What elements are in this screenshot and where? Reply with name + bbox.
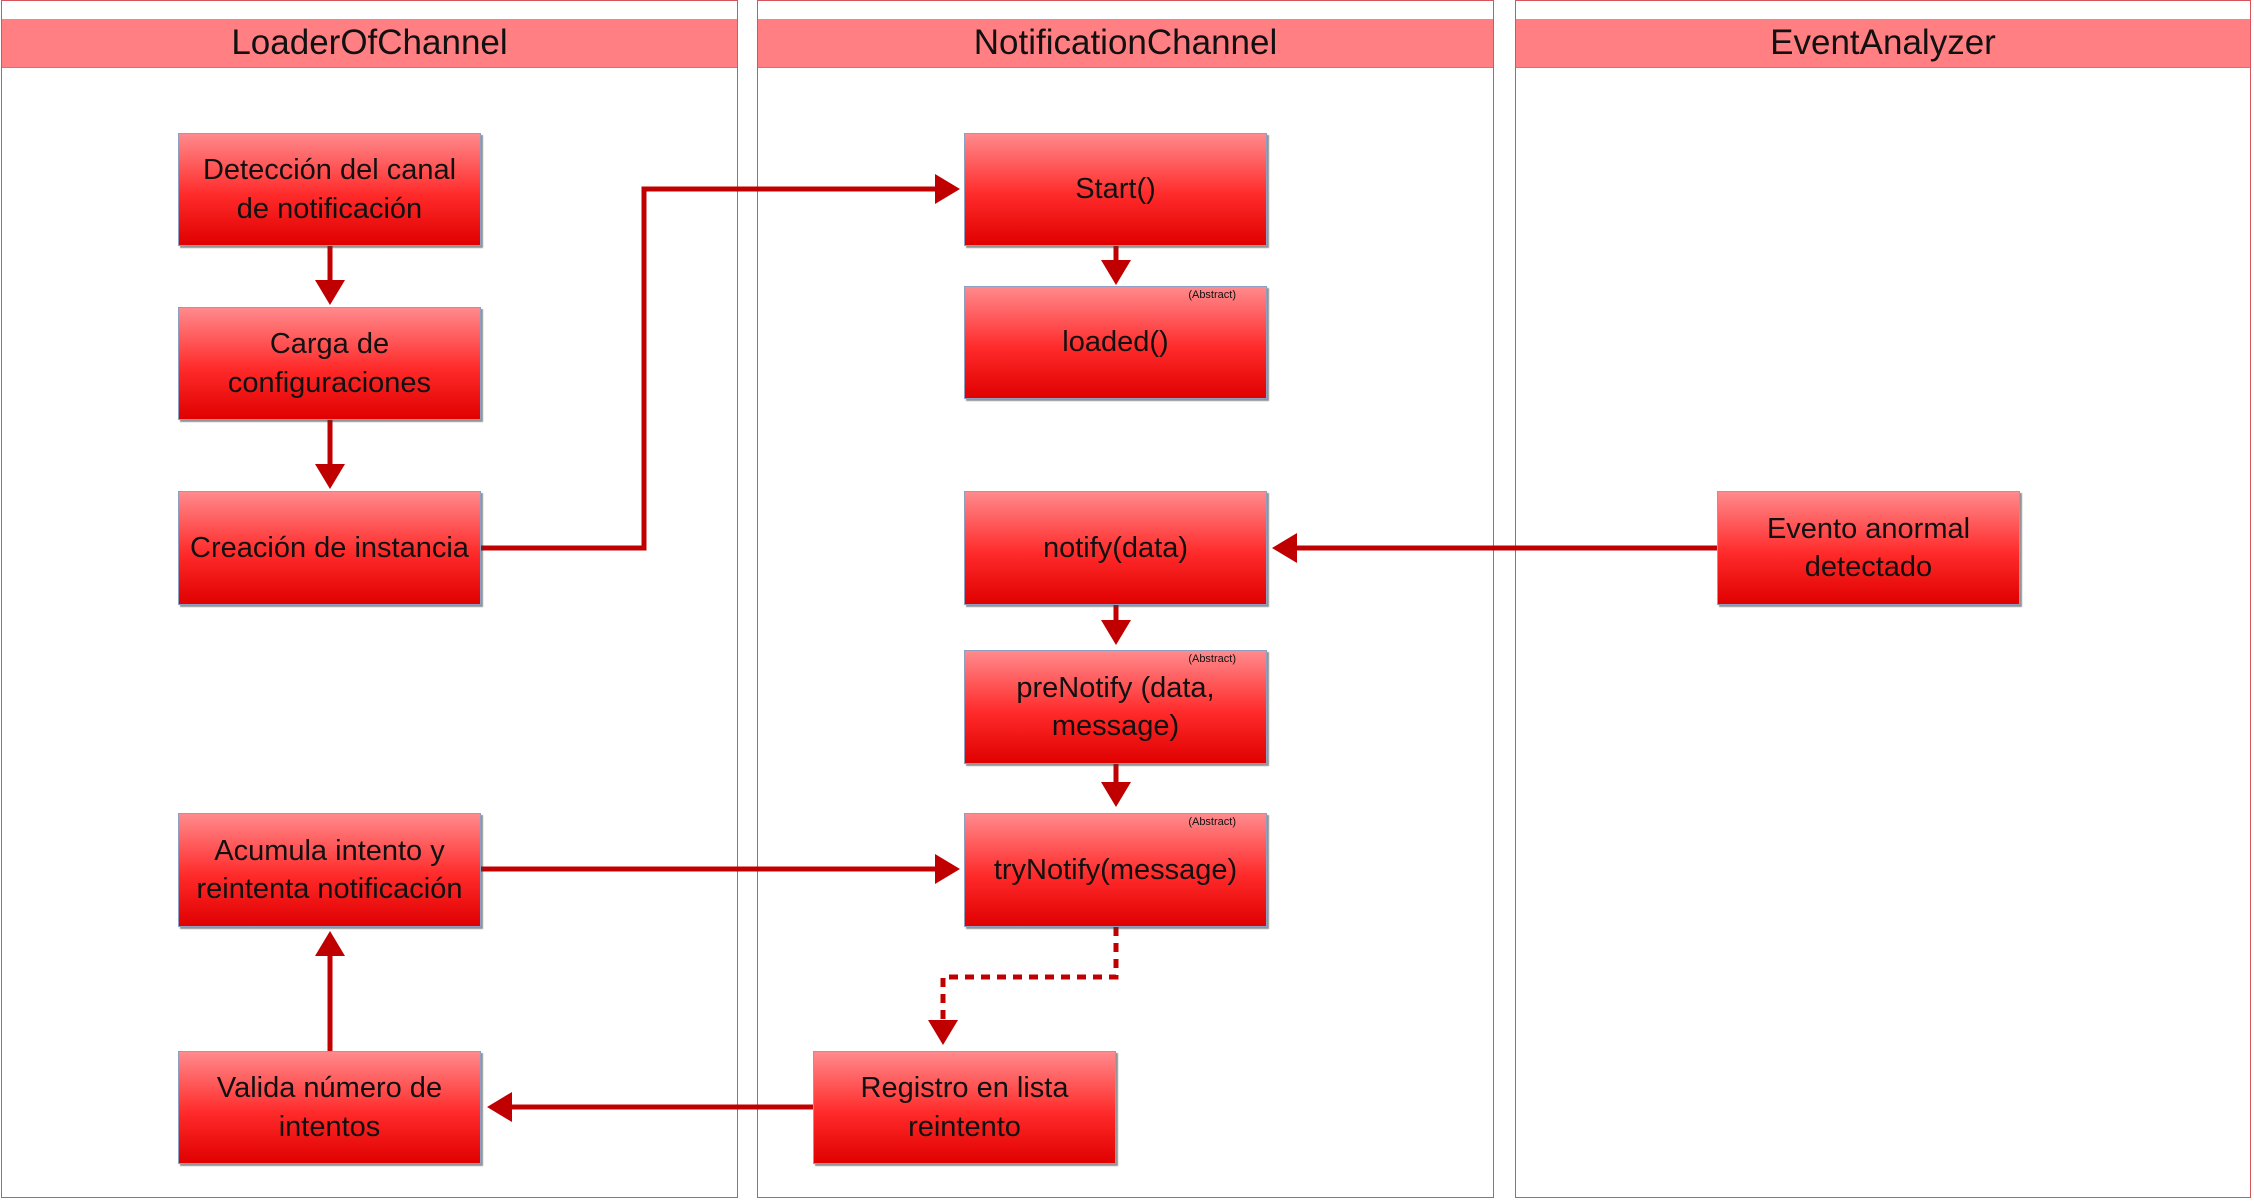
abstract-tag: (Abstract)	[1188, 653, 1236, 665]
node-acumula-intento: Acumula intento y reintenta notificación	[178, 813, 481, 927]
node-loaded-label: loaded()	[1062, 326, 1169, 359]
node-trynotify: (Abstract) tryNotify(message)	[964, 813, 1267, 927]
node-creacion-instancia: Creación de instancia	[178, 491, 481, 605]
abstract-tag: (Abstract)	[1188, 289, 1236, 301]
node-notify: notify(data)	[964, 491, 1267, 605]
lane-header-loader-of-channel: LoaderOfChannel	[2, 19, 737, 68]
node-valida-intentos: Valida número de intentos	[178, 1051, 481, 1164]
edge-trynotify-to-registro	[928, 927, 1119, 1045]
abstract-tag: (Abstract)	[1188, 816, 1236, 828]
node-prenotify: (Abstract) preNotify (data, message)	[964, 650, 1267, 764]
node-trynotify-label: tryNotify(message)	[993, 853, 1238, 886]
node-registro-reintento: Registro en lista reintento	[813, 1051, 1116, 1164]
node-deteccion-canal: Detección del canal de notificación	[178, 133, 481, 246]
edge-creacion-to-start	[481, 174, 960, 551]
lane-header-event-analyzer: EventAnalyzer	[1516, 19, 2250, 68]
node-carga-configuraciones: Carga de configuraciones	[178, 307, 481, 420]
node-evento-anormal: Evento anormal detectado	[1717, 491, 2020, 605]
node-prenotify-label: preNotify (data, message)	[1016, 671, 1215, 742]
node-loaded: (Abstract) loaded()	[964, 286, 1267, 399]
node-start: Start()	[964, 133, 1267, 246]
lane-header-notification-channel: NotificationChannel	[758, 19, 1493, 68]
